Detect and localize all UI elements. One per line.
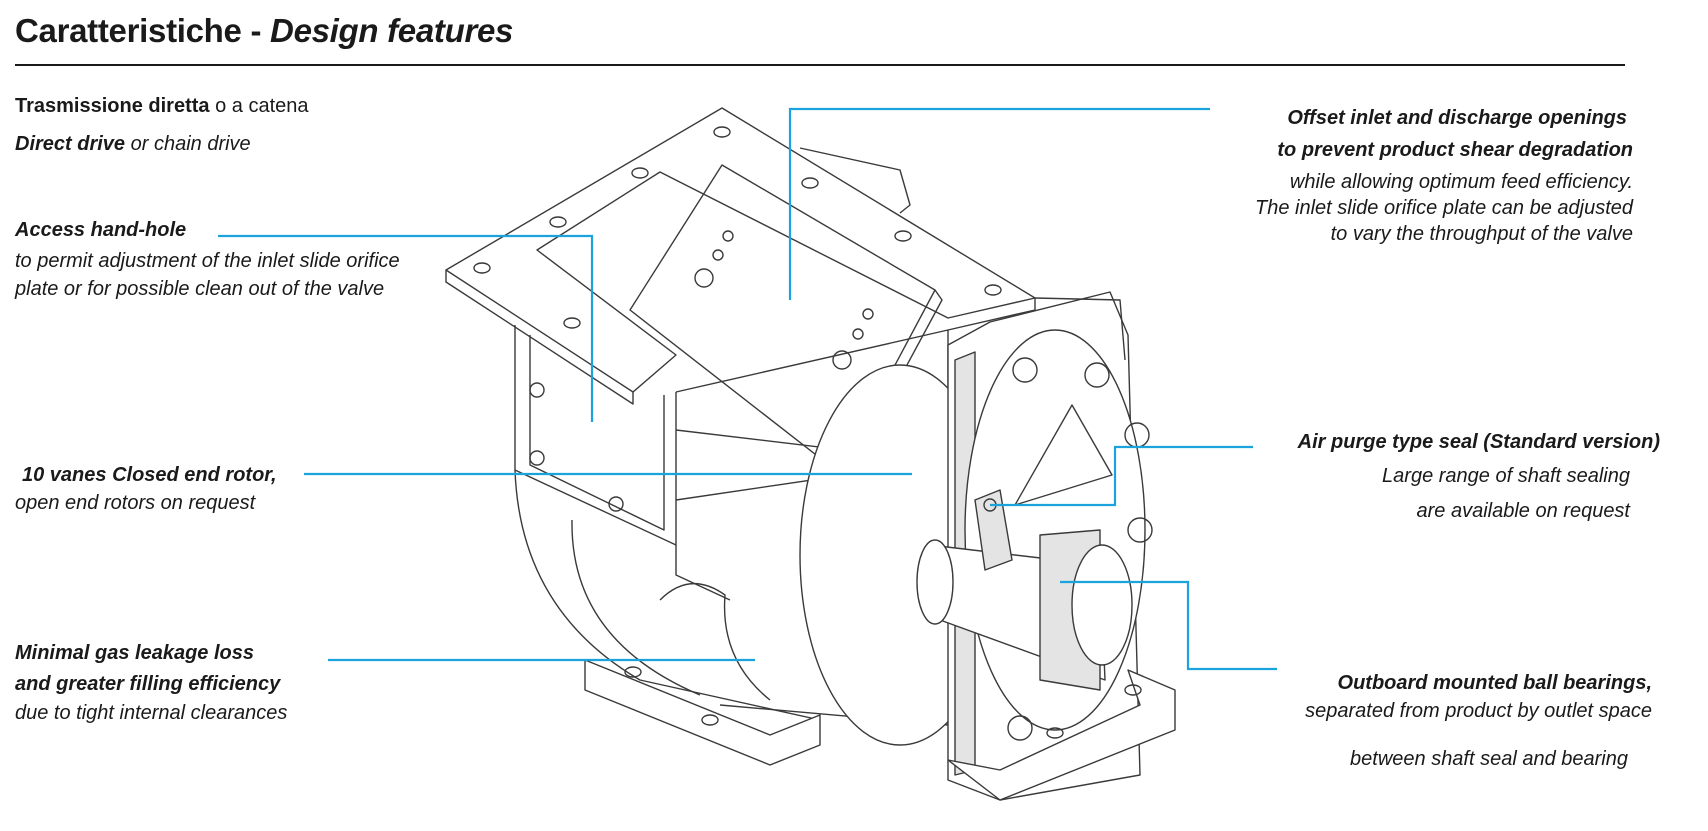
handhole-line-2: plate or for possible clean out of the v… [15,278,385,300]
bearings-line-2: between shaft seal and bearing [1350,748,1628,770]
title-plain: Caratteristiche - [15,12,271,49]
offset-title-2: to prevent product shear degradation [1277,139,1633,161]
leakage-title-2: and greater filling efficiency [15,673,281,695]
title-rule [15,64,1625,66]
leader-bearings [1060,580,1277,671]
drive-line-1-bold: Trasmissione diretta [15,95,210,117]
shaft-end [916,539,954,625]
seal-gland [974,489,1013,571]
cover-bolt-hex [1012,357,1038,383]
hand-hole-cover [529,335,665,531]
page-title: Caratteristiche - Design features [15,12,513,50]
bolt-hole [549,216,567,228]
seal-line-2: are available on request [1416,500,1630,522]
bolt-hole [801,177,819,189]
outlet-edge [675,545,731,601]
bolt-hole [563,317,581,329]
seal-line-1: Large range of shaft sealing [1382,465,1630,487]
plate-hole [862,308,874,320]
base-foot-right [947,669,1176,801]
housing-inner-curve [571,519,701,696]
bearings-title: Outboard mounted ball bearings, [1337,672,1652,694]
seal-title: Air purge type seal (Standard version) [1297,431,1660,453]
foot-hole [1046,727,1064,739]
drive-bracket [799,147,911,214]
base-foot-left [584,659,821,766]
plate-hole [852,328,864,340]
flange-edge-right [947,298,1036,331]
offset-line-1: while allowing optimum feed efficiency. [1289,171,1633,193]
bolt-hole [894,230,912,242]
seal-housing [1014,404,1113,506]
leakage-title-1: Minimal gas leakage loss [15,642,254,664]
leader-lines [218,107,1277,671]
cover-bolt [529,450,545,466]
foot-hole [1124,684,1142,696]
bolt-hole [473,262,491,274]
plate-hole [712,249,724,261]
rotor-title: 10 vanes Closed end rotor, [22,464,277,486]
cover-bolt-hex [1007,715,1033,741]
plate-bolt [694,268,714,288]
handhole-line-1: to permit adjustment of the inlet slide … [15,250,400,272]
drive-line-2-bold: Direct drive [15,133,126,155]
leader-offset [788,107,1210,300]
drive-line-1-rest: o a catena [209,95,309,117]
leakage-line-1: due to tight internal clearances [15,702,288,724]
inlet-flange [445,107,1036,393]
drive-bracket-right [1034,297,1126,361]
drive-line-2: Direct drive or chain drive [15,134,251,154]
offset-line-2: The inlet slide orifice plate can be adj… [1254,197,1633,219]
foot-hole [701,714,719,726]
title-italic: Design features [270,12,514,49]
cover-bolt-hex [1127,517,1153,543]
foot-hole [624,666,642,678]
plate-hole [722,230,734,242]
bolt-hole [713,126,731,138]
plate-bolt [832,350,852,370]
bearing [1071,544,1133,666]
bolt-hole [984,284,1002,296]
drive-line-2-rest: or chain drive [125,133,251,155]
drive-line-1: Trasmissione diretta o a catena [15,96,309,116]
leader-handhole [218,234,594,422]
cover-bolt [608,496,624,512]
outlet-curve [659,582,771,701]
offset-line-3: to vary the throughput of the valve [1330,223,1633,245]
cover-bolt-hex [1084,362,1110,388]
bearings-line-1: separated from product by outlet space [1305,700,1652,722]
handhole-title: Access hand-hole [15,219,187,241]
valve-body-lines [445,107,1176,801]
flange-edge [445,270,634,405]
leader-seal [990,445,1253,507]
bolt-hole [631,167,649,179]
hand-hole-box [514,325,677,546]
rotor-line-1: open end rotors on request [15,492,256,514]
offset-title-1: Offset inlet and discharge openings [1287,107,1627,129]
housing-curve [514,469,821,721]
cover-bolt [529,382,545,398]
